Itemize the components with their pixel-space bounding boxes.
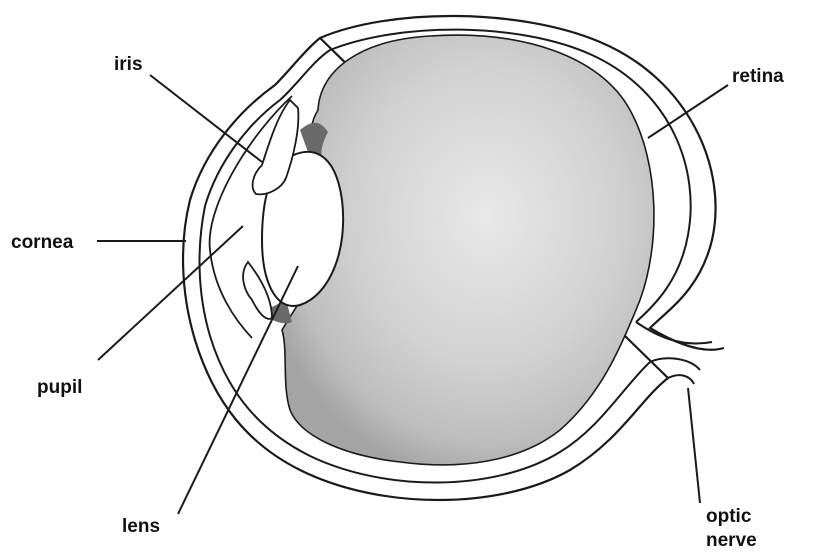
label-retina: retina — [732, 66, 784, 87]
label-pupil: pupil — [37, 377, 82, 398]
leader-iris — [150, 75, 262, 162]
optic-nerve-upper — [636, 322, 712, 344]
leader-optic-nerve — [688, 388, 700, 503]
label-optic: optic — [706, 506, 752, 527]
label-lens: lens — [122, 516, 160, 537]
label-iris: iris — [114, 54, 143, 75]
label-nerve: nerve — [706, 530, 757, 551]
label-cornea: cornea — [11, 232, 74, 253]
leader-lens — [178, 266, 298, 514]
optic-nerve-lower — [668, 375, 694, 384]
